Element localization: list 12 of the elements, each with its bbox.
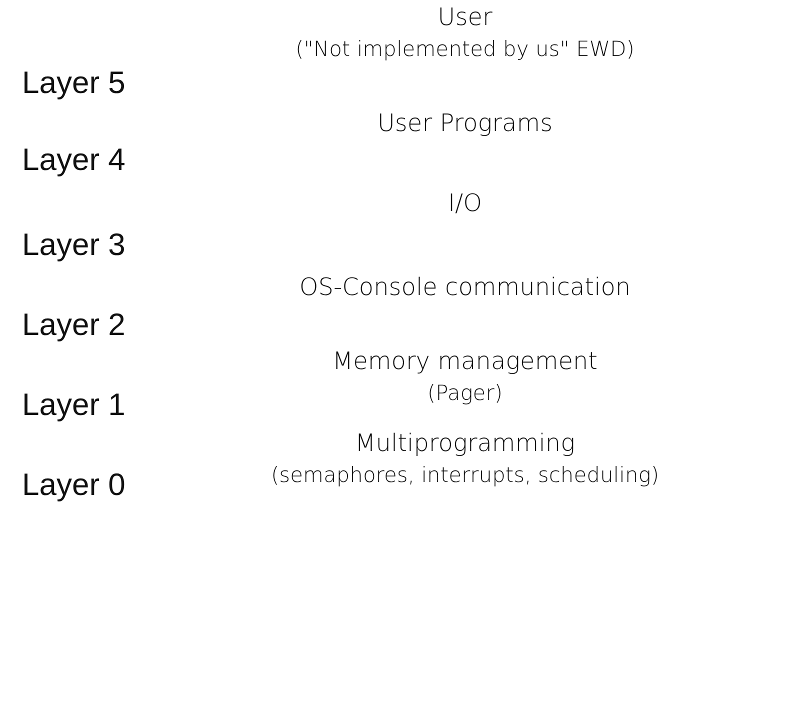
layer-label: Layer 0 (22, 468, 126, 502)
layer-description: OS-Console communication (298, 272, 632, 303)
layer-label: Layer 5 (22, 66, 126, 100)
layer-label: Layer 4 (22, 143, 126, 178)
layer-description: User Programs (376, 108, 554, 139)
layer-description: User ("Not implemented by us" EWD) (294, 2, 636, 64)
layer-description: Multiprogramming (semaphores, interrupts, scheduling) (270, 428, 660, 490)
layer-label: Layer 3 (22, 228, 126, 262)
layer-label: Layer 2 (22, 308, 126, 342)
layer-description: I/O (446, 188, 484, 219)
layer-label: Layer 1 (22, 388, 126, 422)
layer-description: Memory management (Pager) (331, 346, 599, 408)
